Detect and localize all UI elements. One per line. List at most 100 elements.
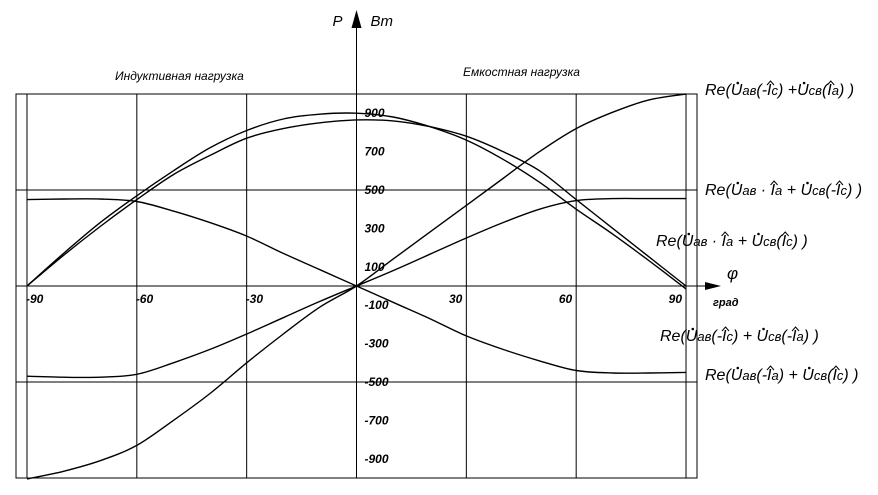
hat-accent-icon [832,365,840,371]
y-tick-label: 500 [365,183,385,197]
series-label-part: ) ) [802,328,819,345]
series-line-2 [26,112,687,290]
dot-accent-icon [736,81,740,85]
y-tick-label: -900 [365,452,389,466]
series-label-part: ( [827,367,834,384]
series-label-part: U [802,367,814,384]
series-label-part: ) + [731,328,757,345]
series-label-part: св [812,183,826,198]
dot-accent-icon [806,181,809,185]
dot-accent-icon [802,81,806,85]
series-label-part: U [731,367,743,384]
dot-accent-icon [762,327,765,331]
series-label-part: Re( [656,233,683,250]
series-label-part: U [752,233,764,250]
y-tick-label: 100 [365,260,385,274]
series-label-part: а [771,368,778,383]
series-label-4: Re(Uав(-Iс) + Uсв(-Iа) ) [660,328,819,345]
y-axis-unit: Вт [371,13,394,30]
series-label-part: а [797,329,804,344]
series-label-part: U [686,328,698,345]
series-label-part: I [792,328,797,345]
series-label-part: ) + [776,82,797,99]
series-label-part: Re( [705,182,732,199]
series-label-part: U [801,182,813,199]
hat-accent-icon [766,365,775,371]
series-label-part: с [771,83,778,98]
series-label-part: U [682,233,694,250]
hat-accent-icon [826,80,835,86]
hat-accent-icon [770,180,778,186]
series-label-part: + [782,182,800,199]
hat-accent-icon [791,326,800,332]
series-label-part: ав [742,183,756,198]
series-label-3: Re(Uав · Iа + Uсв(Iс) ) [656,233,808,250]
series-label-part: Re( [705,367,732,384]
series-label-part: ( [776,233,783,250]
series-label-part: Re( [705,82,732,99]
series-label-part: с [837,368,844,383]
hat-accent-icon [835,180,844,186]
series-label-part: I [782,233,787,250]
series-label-part: св [814,368,828,383]
x-tick-label: -60 [136,292,154,306]
series-label-part: ав [742,83,756,98]
series-label-part: I [767,367,772,384]
dot-accent-icon [687,232,691,236]
y-tick-label: 900 [365,106,385,120]
series-label-part: U [757,328,769,345]
series-label-part: U [797,82,809,99]
series-label-part: св [809,83,823,98]
series-label-part: I [722,328,727,345]
series-label-part: (- [825,182,836,199]
series-label-part: а [775,183,782,198]
series-line-1 [26,119,687,287]
series-label-part: с [840,183,847,198]
dot-accent-icon [736,366,740,370]
series-label-part: ) + [777,367,803,384]
series-label-part: с [786,234,793,249]
series-curves [26,93,687,480]
y-axis-title: P [332,13,342,30]
hat-accent-icon [781,231,790,237]
series-label-part: Re( [660,328,687,345]
series-label-part: ) ) [845,182,862,199]
series-label-part: (- [756,367,767,384]
x-tick-label: 60 [559,292,573,306]
series-label-part: U [731,182,743,199]
x-tick-label: 30 [449,292,463,306]
x-tick-label: -30 [246,292,264,306]
hat-accent-icon [721,326,730,332]
series-label-part: I [827,82,832,99]
series-labels: Re(Uав(-Iс) +Uсв(Iа) )Re(Uав · Iа + Uсв(… [656,80,862,384]
series-label-part: св [763,234,777,249]
y-tick-label: 300 [365,221,385,235]
dot-accent-icon [807,366,811,370]
series-label-part: ав [693,234,707,249]
y-tick-label: 700 [365,145,385,159]
series-label-2: Re(Uав · Iа + Uсв(-Iс) ) [705,182,862,199]
series-label-part: ) ) [791,233,808,250]
y-tick-label: -500 [365,375,389,389]
hat-accent-icon [721,231,729,237]
axes: P Вт φ град [16,10,739,478]
x-axis-title: φ [727,264,738,283]
capacitive-load-label: Емкостная нагрузка [463,65,580,79]
series-label-part: (- [781,328,792,345]
series-label-part: ) ) [841,367,858,384]
series-label-part: ав [697,329,711,344]
series-label-part: I [767,82,772,99]
series-label-part: I [771,182,776,199]
series-label-part: (- [711,328,722,345]
x-axis-arrow-icon [705,282,721,290]
hat-accent-icon [766,80,775,86]
x-tick-label: -90 [26,292,44,306]
y-tick-label: -300 [365,337,389,351]
series-label-part: ав [742,368,756,383]
series-label-part: ) ) [837,82,854,99]
y-axis-arrow-icon [351,10,362,28]
series-label-5: Re(Uав(-Iа) + Uсв(Iс) ) [705,367,859,384]
series-label-1: Re(Uав(-Iс) +Uсв(Iа) ) [705,82,854,99]
x-axis-unit: град [713,297,739,309]
